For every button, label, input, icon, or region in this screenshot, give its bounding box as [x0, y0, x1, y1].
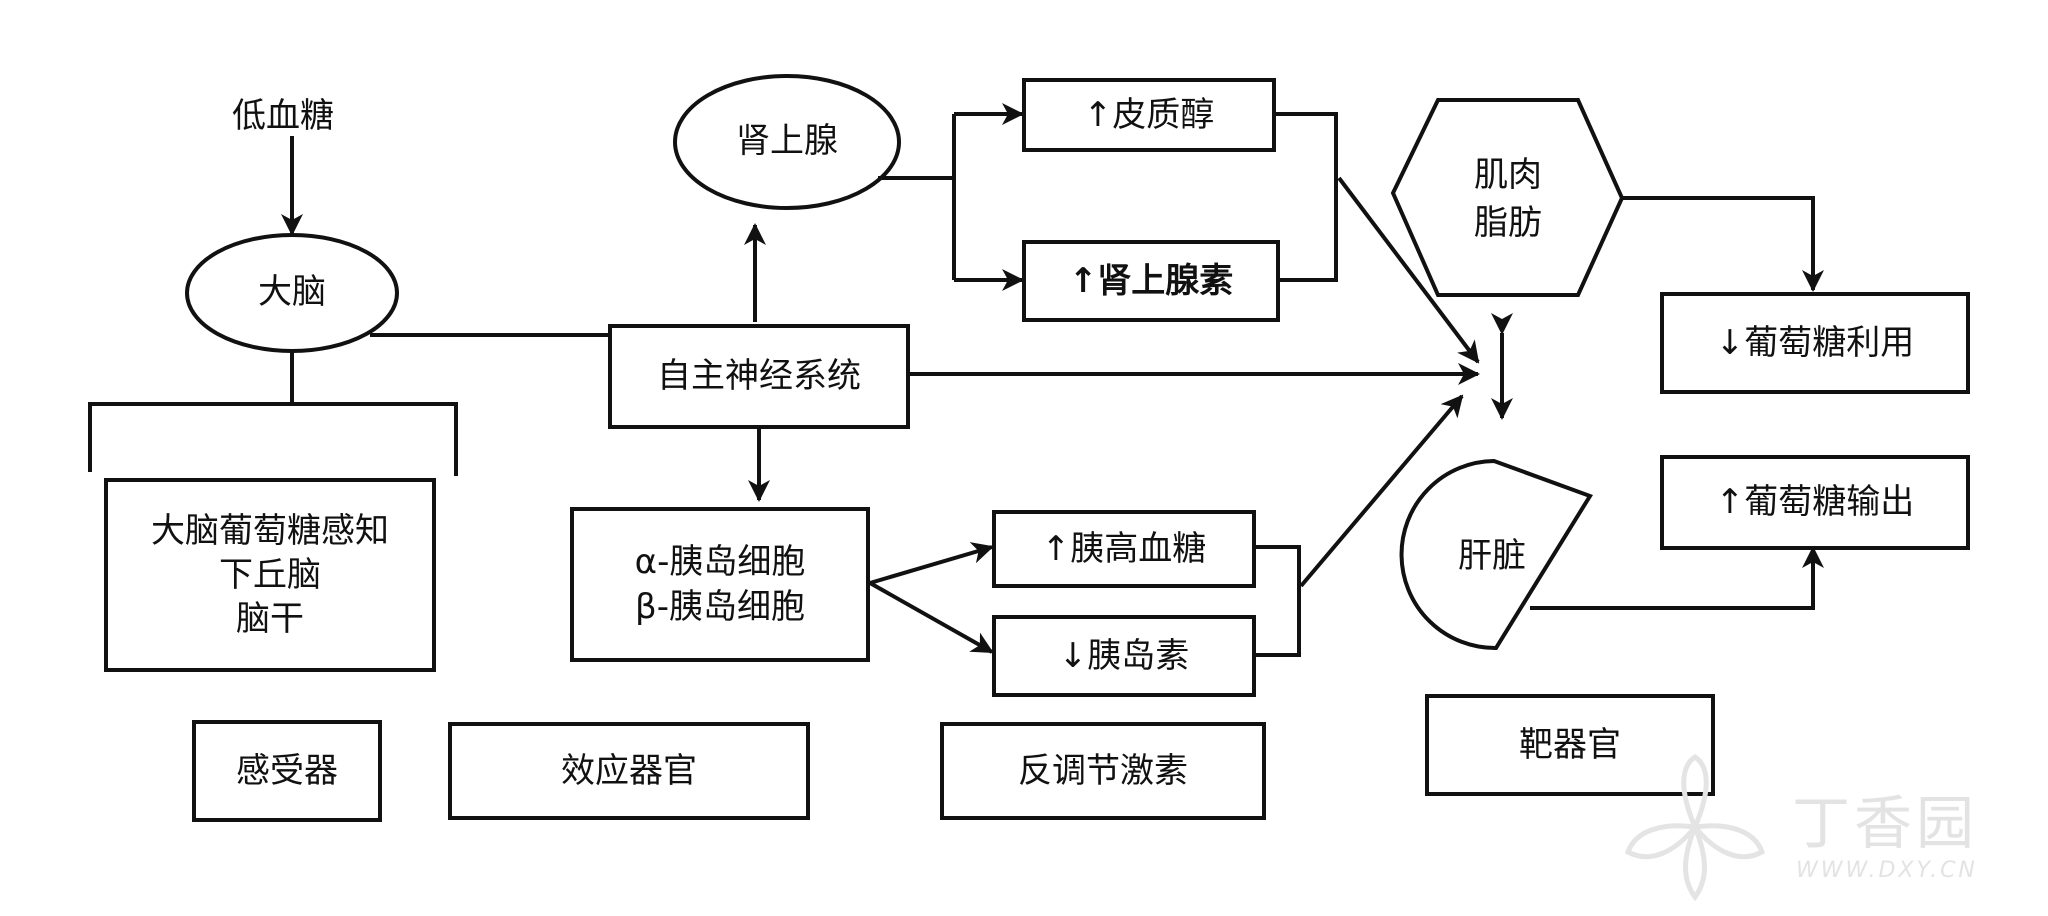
legend-receptor: 感受器 [192, 720, 382, 822]
insulin-box: ↓胰岛素 [992, 615, 1256, 697]
arrow-liver-glucose-output [1530, 546, 1824, 610]
glucose-use-box: ↓葡萄糖利用 [1660, 292, 1970, 394]
epinephrine-box: ↑肾上腺素 [1022, 240, 1280, 322]
sensor-line1: 大脑葡萄糖感知 [151, 510, 389, 551]
bracket-pancreatic [1256, 545, 1301, 657]
sensor-line3: 脑干 [236, 599, 304, 640]
glucose-output-box: ↑葡萄糖输出 [1660, 455, 1970, 550]
sensor-box: 大脑葡萄糖感知 下丘脑 脑干 [104, 478, 436, 672]
watermark-url: WWW.DXY.CN [1796, 858, 1978, 883]
glucagon-box: ↑胰高血糖 [992, 510, 1256, 588]
islet-beta-label: β-胰岛细胞 [635, 586, 805, 627]
legend-target: 靶器官 [1425, 694, 1715, 796]
adrenal-label: 肾上腺 [736, 121, 838, 162]
islet-box: α-胰岛细胞 β-胰岛细胞 [570, 507, 870, 662]
hypoglycemia-label: 低血糖 [232, 96, 334, 136]
bracket [88, 402, 458, 476]
islet-alpha-label: α-胰岛细胞 [634, 542, 806, 583]
legend-counter-hormones: 反调节激素 [940, 722, 1266, 820]
muscle-fat-label: 肌肉 脂肪 [1438, 140, 1578, 260]
arrow-to-glucagon [869, 542, 994, 585]
brain-label: 大脑 [258, 272, 326, 313]
muscle-label: 肌肉 [1474, 155, 1542, 196]
legend-effector: 效应器官 [448, 722, 810, 820]
arrow-pancreatic-target [1299, 394, 1464, 588]
arrow-to-insulin [869, 581, 994, 654]
bracket-hormones [1276, 112, 1338, 282]
liver-label: 肝脏 [1458, 536, 1526, 577]
fat-label: 脂肪 [1474, 203, 1542, 243]
arrow-hormones-target [1337, 176, 1480, 364]
ans-box: 自主神经系统 [608, 324, 910, 429]
arrow-muscle-glucose-use [1622, 196, 1824, 292]
watermark-brand: 丁香园 [1792, 789, 1979, 857]
liver-shape [1399, 458, 1593, 651]
cortisol-box: ↑皮质醇 [1022, 78, 1276, 152]
watermark-logo-icon [1624, 753, 1766, 902]
adrenal-ellipse [673, 74, 901, 210]
sensor-line2: 下丘脑 [219, 554, 321, 595]
